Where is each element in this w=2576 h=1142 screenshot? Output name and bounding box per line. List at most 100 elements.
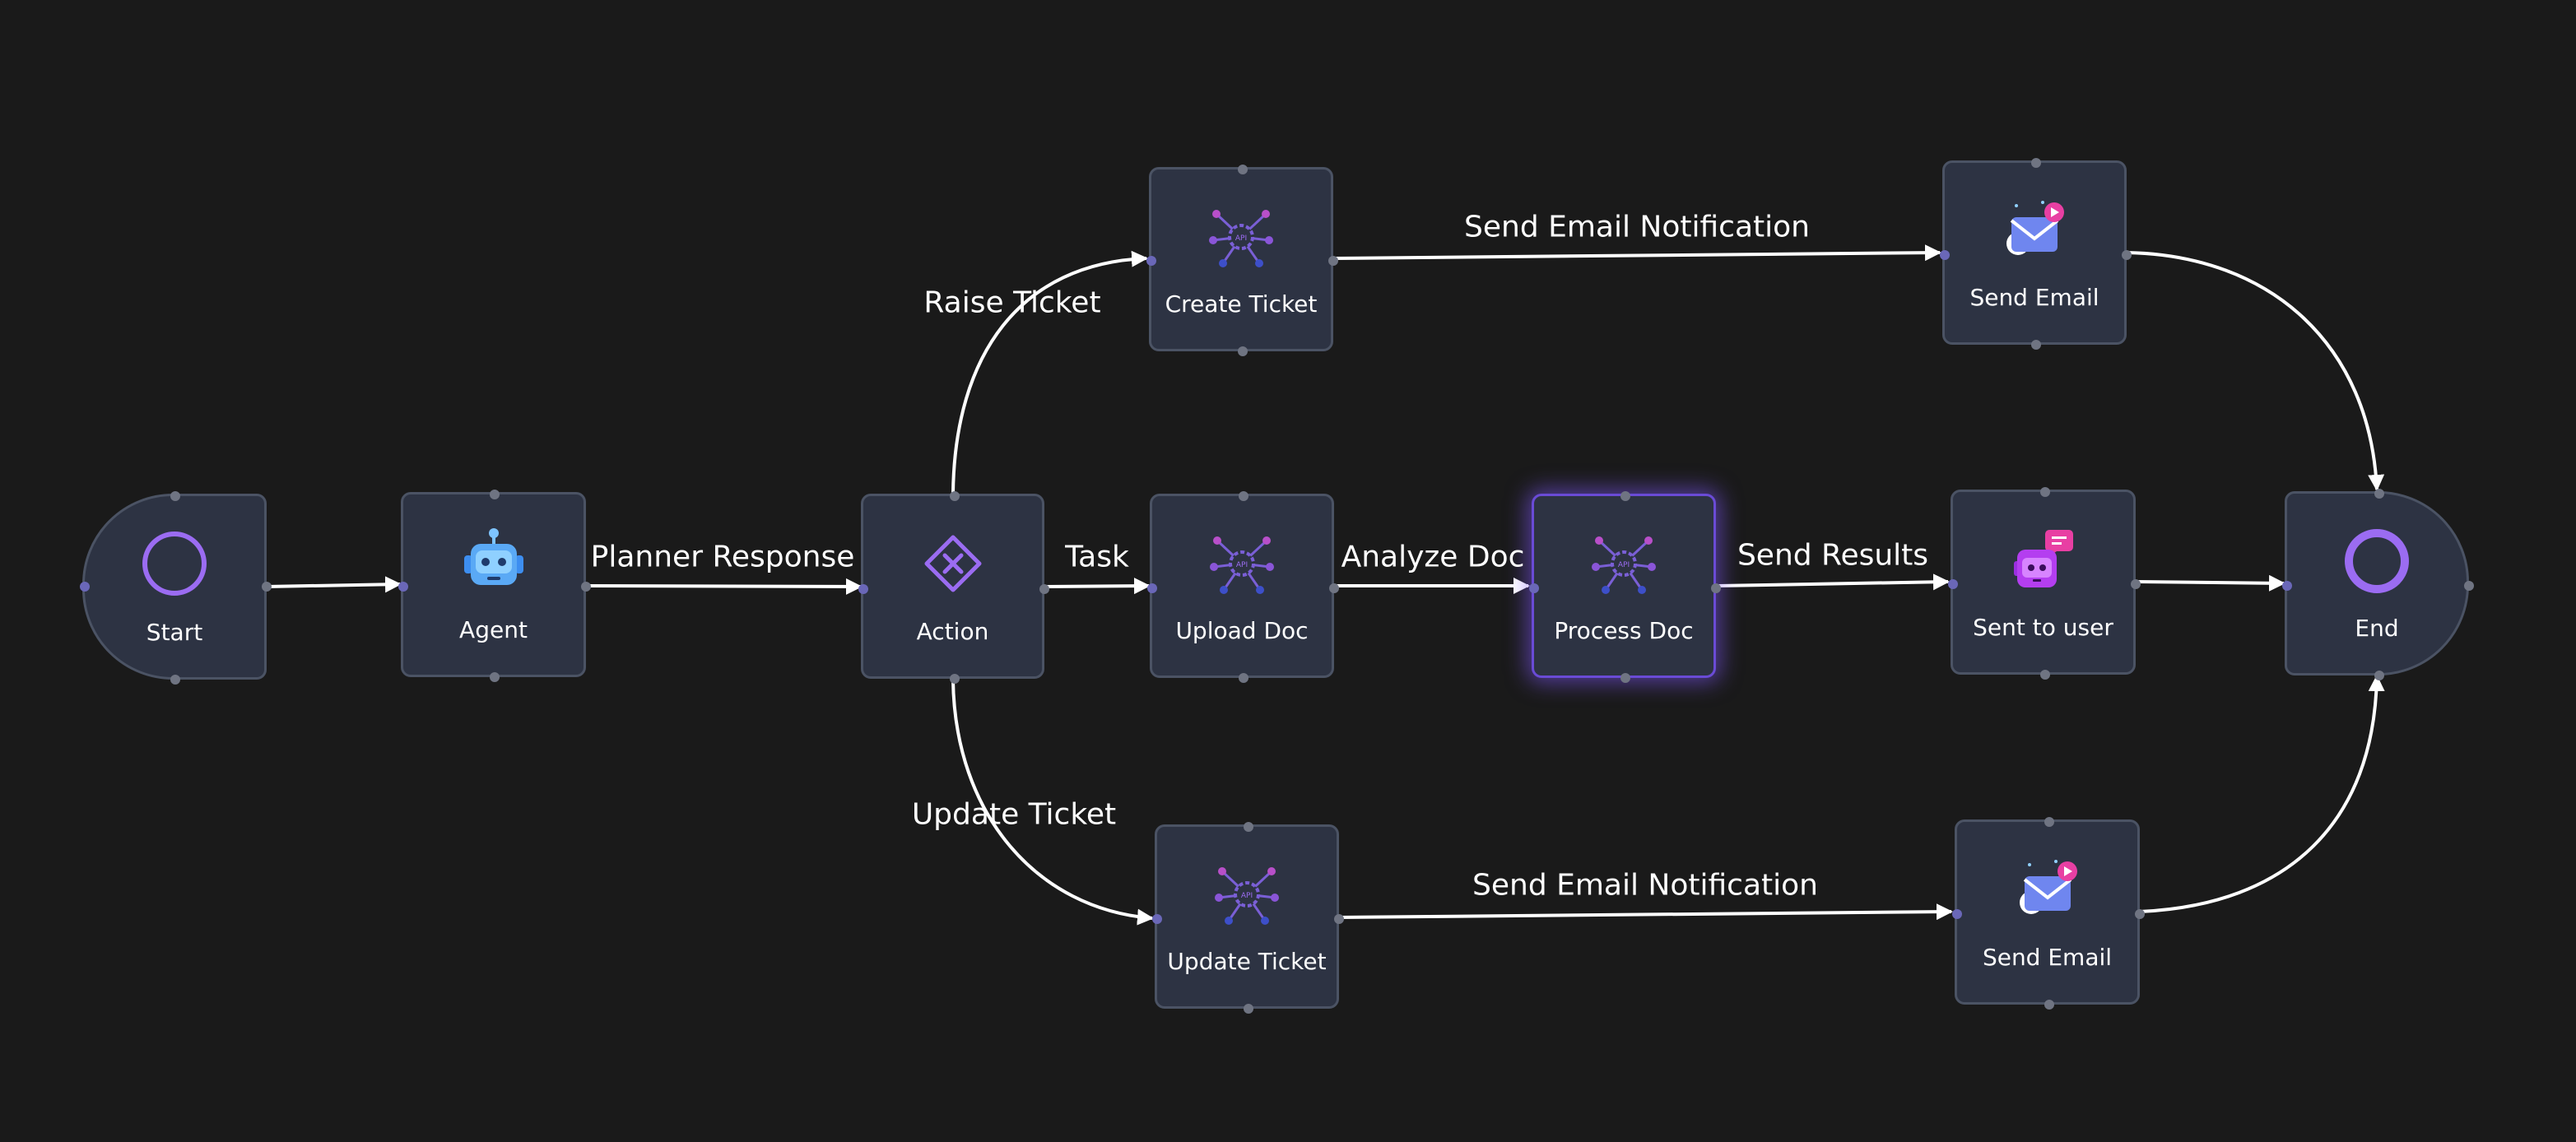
handle-top[interactable] [2044,817,2054,827]
svg-text:API: API [1618,561,1630,569]
edge-action-create-ticket [951,250,1148,494]
handle-top[interactable] [1620,491,1630,501]
node-process-doc[interactable]: API Process Doc [1529,491,1721,683]
handle-bottom[interactable] [1244,1004,1253,1014]
diamond-x-icon [918,529,988,598]
handle-top[interactable] [2374,489,2384,499]
handle-bottom[interactable] [2031,340,2041,350]
node-upload-doc[interactable]: API Upload Doc [1147,491,1339,683]
handle-right[interactable] [2464,581,2474,591]
handle-top[interactable] [950,491,960,501]
api-gear-icon: API [1589,529,1658,598]
email-icon [2000,196,2069,265]
handle-left[interactable] [1152,914,1162,924]
edge-start-agent [266,576,402,593]
handle-bottom[interactable] [950,674,960,684]
node-label: Process Doc [1554,617,1694,644]
node-label: Create Ticket [1165,290,1318,318]
api-gear-icon: API [1212,860,1281,929]
handle-right[interactable] [581,582,591,592]
circle-ring-icon [2342,527,2411,596]
handle-top[interactable] [170,491,180,501]
email-icon [2013,855,2082,924]
handle-left[interactable] [1948,579,1958,589]
handle-right[interactable] [1328,256,1338,266]
handle-left[interactable] [1940,250,1950,260]
node-label: End [2355,615,2399,642]
edge-label-send-email-notification-bottom: Send Email Notification [1472,868,1818,903]
handle-left[interactable] [80,582,90,592]
handle-right[interactable] [262,582,272,592]
handle-bottom[interactable] [170,675,180,685]
handle-right[interactable] [2131,579,2141,589]
node-end[interactable]: End [2282,489,2474,680]
handle-right[interactable] [1711,583,1721,593]
node-label: Send Email [1982,944,2113,971]
circle-ring-icon [140,529,209,598]
api-gear-icon: API [1207,202,1276,272]
handle-right[interactable] [1329,583,1339,593]
node-label: Update Ticket [1167,948,1327,975]
handle-left[interactable] [1147,583,1157,593]
edge-sent-to-user-end [2135,574,2285,592]
edge-label-send-results: Send Results [1737,538,1929,573]
handle-bottom[interactable] [2044,1000,2054,1010]
edge-label-send-email-notification-top: Send Email Notification [1464,210,1810,244]
node-send-email-top[interactable]: Send Email [1940,158,2132,350]
handle-right[interactable] [1334,914,1344,924]
edge-process-doc-sent-to-user [1718,573,1950,591]
svg-text:API: API [1236,561,1248,569]
node-label: Agent [459,616,528,643]
edge-label-analyze-doc: Analyze Doc [1341,540,1525,574]
edge-send-email-top-end [2126,251,2385,491]
node-label: Upload Doc [1175,617,1309,644]
node-agent[interactable]: Agent [398,490,591,682]
node-update-ticket[interactable]: API Update Ticket [1152,822,1344,1014]
robot-icon [459,527,528,597]
handle-bottom[interactable] [490,672,500,682]
node-start[interactable]: Start [80,491,272,685]
handle-top[interactable] [1244,822,1253,832]
edge-update-ticket-send-email [1338,903,1953,921]
node-label: Send Email [1969,284,2099,311]
handle-left[interactable] [858,584,868,594]
edge-action-update-ticket [951,679,1154,926]
handle-bottom[interactable] [2040,670,2050,680]
node-label: Start [146,619,203,646]
handle-bottom[interactable] [1238,346,1248,356]
handle-left[interactable] [1952,909,1962,919]
node-create-ticket[interactable]: API Create Ticket [1146,165,1338,356]
chat-bot-icon [2009,525,2078,594]
svg-text:API: API [1235,234,1247,243]
handle-top[interactable] [2040,487,2050,497]
edge-label-planner-response: Planner Response [590,540,855,574]
edge-create-ticket-send-email [1332,244,1941,262]
handle-left[interactable] [2282,581,2292,591]
handle-left[interactable] [398,582,408,592]
api-gear-icon: API [1207,529,1276,598]
handle-top[interactable] [2031,158,2041,168]
node-sent-to-user[interactable]: Sent to user [1948,487,2141,680]
edge-action-upload-doc [1044,578,1151,595]
handle-top[interactable] [1239,491,1248,501]
handle-top[interactable] [490,490,500,499]
handle-bottom[interactable] [2374,671,2384,680]
edge-label-raise-ticket: Raise Ticket [923,286,1101,320]
node-label: Sent to user [1973,614,2113,641]
node-action[interactable]: Action [858,491,1049,684]
handle-left[interactable] [1146,256,1156,266]
handle-bottom[interactable] [1620,673,1630,683]
handle-bottom[interactable] [1239,673,1248,683]
edge-send-email-bottom-end [2139,675,2385,913]
handle-left[interactable] [1529,583,1539,593]
handle-right[interactable] [2135,909,2145,919]
node-label: Action [916,618,989,645]
handle-top[interactable] [1238,165,1248,174]
edge-label-task: Task [1065,540,1129,574]
node-send-email-bottom[interactable]: Send Email [1952,817,2145,1010]
edge-label-update-ticket: Update Ticket [911,797,1117,832]
handle-right[interactable] [2122,250,2132,260]
handle-right[interactable] [1039,584,1049,594]
